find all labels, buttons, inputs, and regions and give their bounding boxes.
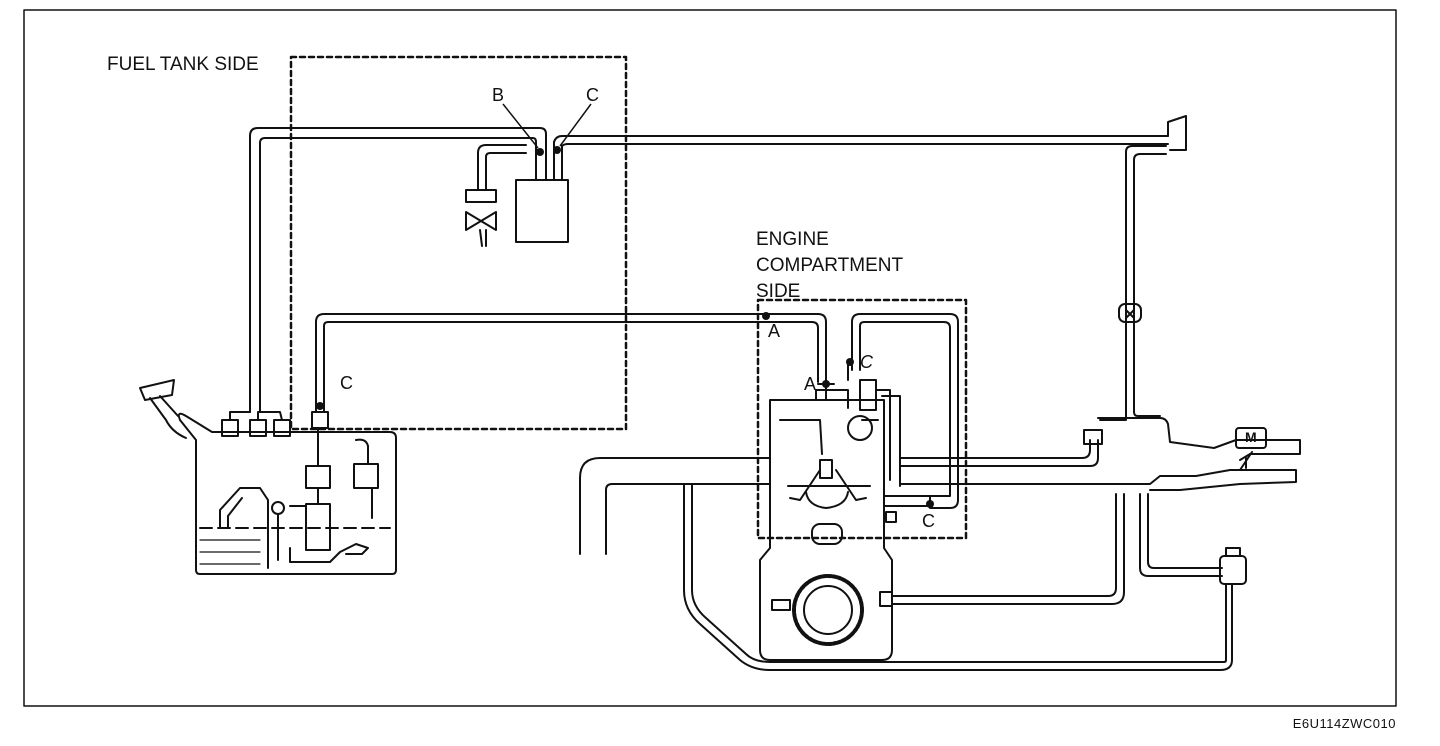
motor-m-label: M: [1245, 429, 1257, 445]
engine-compartment-side-label: ENGINE COMPARTMENT SIDE: [756, 229, 904, 302]
intake-piping: [579, 417, 1301, 671]
junction-points: [316, 146, 934, 508]
return-line-inner: [859, 321, 951, 497]
vapor-line-right: [1099, 115, 1187, 421]
vapor-line-top: [249, 127, 1169, 413]
purge-line-a-inner: [323, 321, 819, 413]
fuel-tank-side-label: FUEL TANK SIDE: [107, 54, 259, 75]
charcoal-canister: [465, 144, 569, 247]
return-line: [851, 313, 959, 509]
point-a-label-line: A: [768, 321, 781, 341]
point-c-label-top: C: [586, 85, 599, 105]
point-c-label-engine-bottom: C: [922, 511, 935, 531]
diagram-frame: [23, 9, 1397, 707]
purge-line-a: [315, 313, 827, 413]
engine: [759, 359, 931, 661]
engine-compartment-boundary: [756, 298, 968, 540]
figure-code: E6U114ZWC010: [1292, 716, 1396, 731]
point-b-label: B: [492, 85, 505, 105]
point-a-label-engine: A: [804, 374, 817, 394]
point-c-label-tank: C: [340, 373, 353, 393]
fuel-tank: [139, 379, 397, 575]
fuel-tank-side-boundary: [289, 55, 628, 431]
point-c-label-engine-top: C: [860, 352, 873, 372]
